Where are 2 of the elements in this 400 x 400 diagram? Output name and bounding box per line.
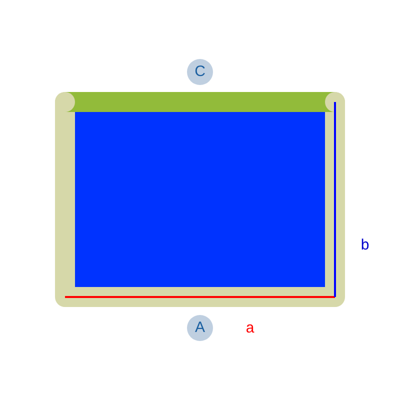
dimension-label: b <box>360 238 370 252</box>
dimension-label: a <box>246 320 254 336</box>
